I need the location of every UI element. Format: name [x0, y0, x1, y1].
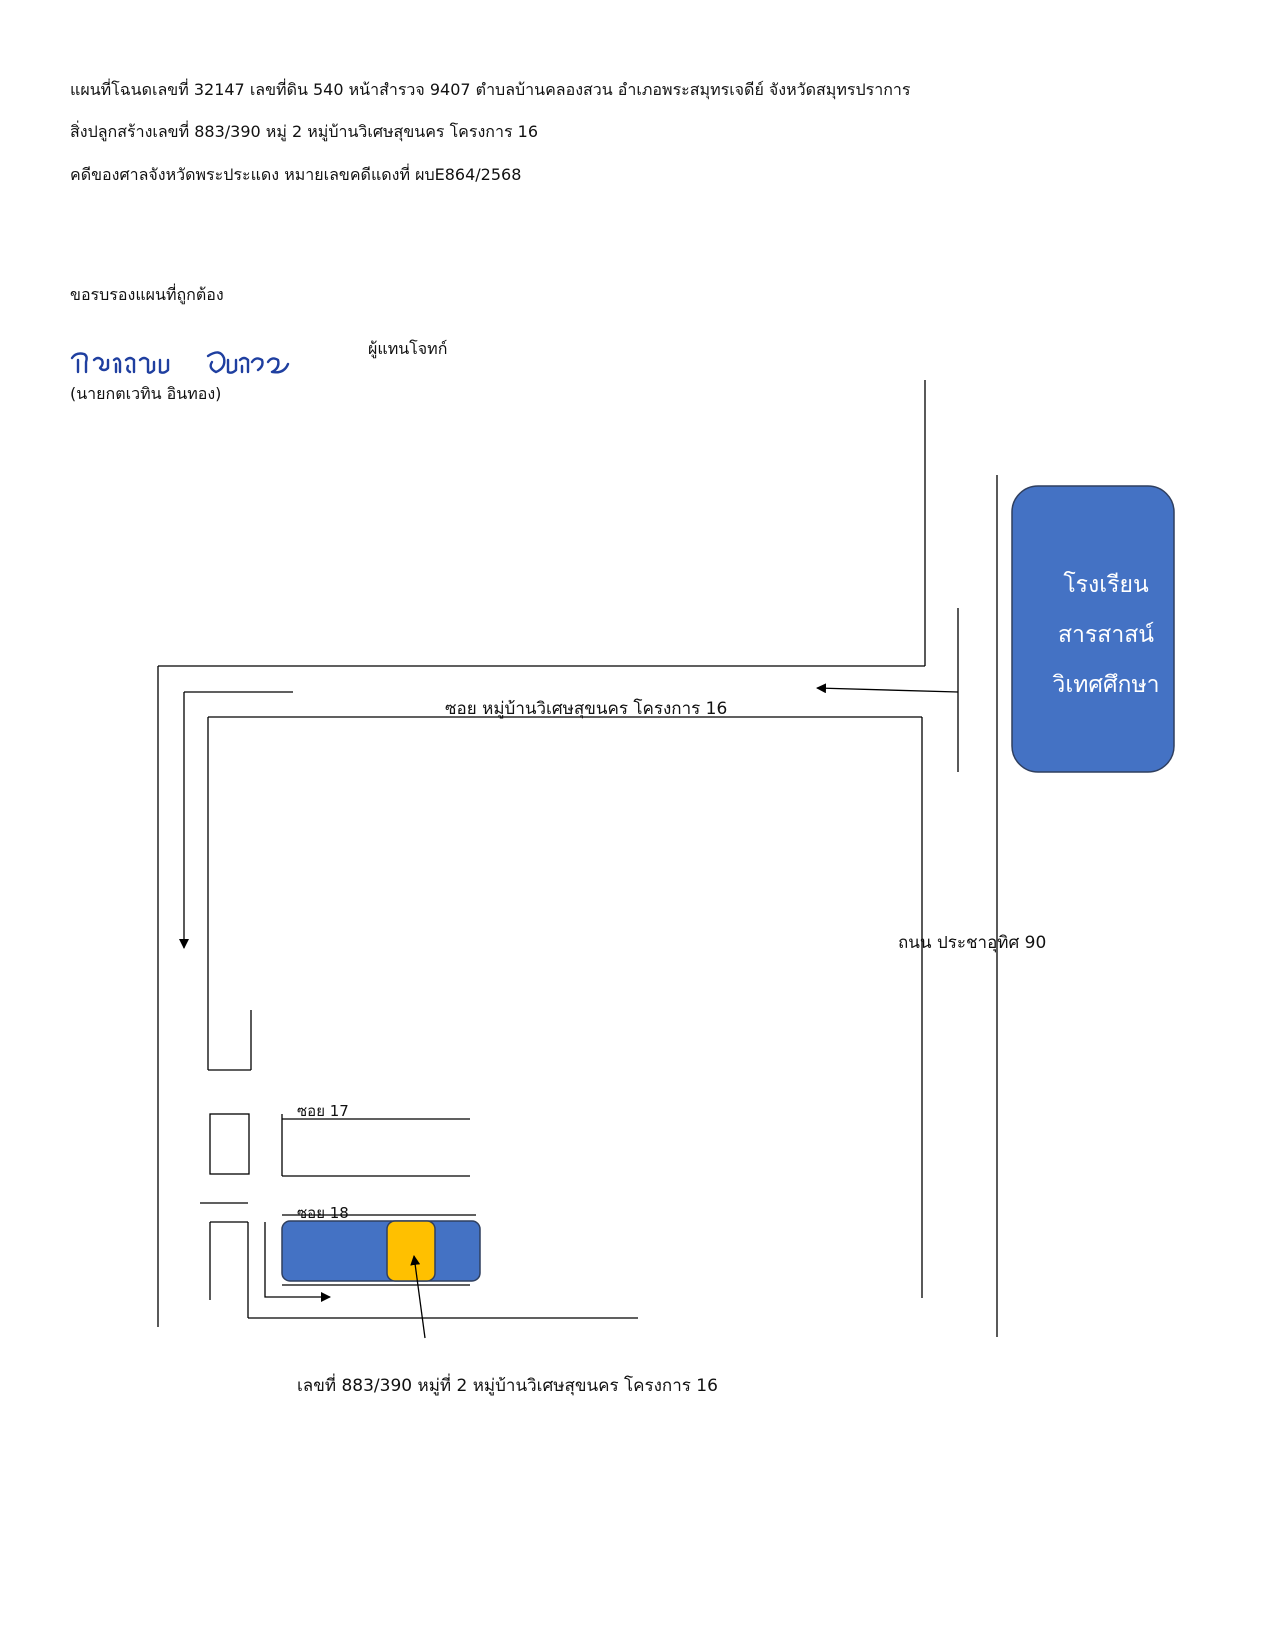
soi18-label: ซอย 18: [297, 1204, 349, 1222]
header-line-2: สิ่งปลูกสร้างเลขที่ 883/390 หมู่ 2 หมู่บ…: [70, 122, 538, 141]
target-address-label: เลขที่ 883/390 หมู่ที่ 2 หมู่บ้านวิเศษสุ…: [297, 1376, 718, 1396]
header-line-1: แผนที่โฉนดเลขที่ 32147 เลขที่ดิน 540 หน้…: [70, 80, 911, 99]
school-label-line-2: สารสาสน์: [1057, 622, 1155, 648]
certification-statement: ขอรบรองแผนที่ถูกต้อง: [70, 285, 224, 304]
school-label: โรงเรียน สารสาสน์ วิเทศศึกษา: [1024, 560, 1188, 710]
main-soi-label: ซอย หมู่บ้านวิเศษสุขนคร โครงการ 16: [445, 699, 728, 719]
representative-role: ผู้แทนโจทก์: [368, 339, 448, 358]
small-block: [209, 1113, 250, 1175]
main-road-label: ถนน ประชาอุทิศ 90: [898, 933, 1047, 953]
school-building: [1011, 485, 1175, 773]
printed-name: (นายกตเวทิน อินทอง): [70, 384, 222, 403]
direction-arrow-bottom: [264, 1222, 331, 1302]
school-label-line-3: วิเทศศึกษา: [1052, 672, 1160, 698]
soi17-label: ซอย 17: [297, 1102, 349, 1120]
school-label-line-1: โรงเรียน: [1063, 572, 1149, 598]
pointer-arrow-target: [410, 1255, 426, 1339]
house-row-building: [281, 1220, 481, 1282]
direction-arrow-main-road: [816, 683, 959, 694]
handwritten-signature: [70, 351, 290, 374]
header-line-3: คดีของศาลจังหวัดพระประแดง หมายเลขคดีแดงท…: [70, 165, 522, 184]
target-house: [386, 1220, 436, 1282]
